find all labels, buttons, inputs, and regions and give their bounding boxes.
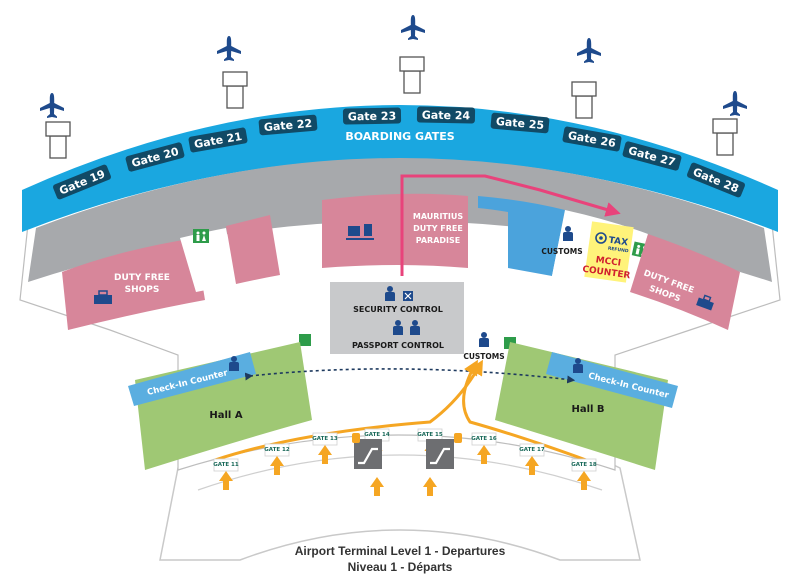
up-arrow-icon bbox=[477, 445, 491, 464]
lower-gate-label: GATE 17 bbox=[519, 447, 545, 453]
customs-mid-label: CUSTOMS bbox=[463, 352, 504, 361]
hall-b-label: Hall B bbox=[571, 404, 604, 415]
mauritius-line-2: DUTY FREE bbox=[413, 224, 463, 233]
airplane-icon bbox=[577, 38, 601, 63]
caption-line-1: Airport Terminal Level 1 - Departures bbox=[295, 544, 506, 558]
caption-line-2: Niveau 1 - Départs bbox=[348, 560, 453, 574]
airplane-icon bbox=[401, 15, 425, 40]
airplane-icon bbox=[217, 36, 241, 61]
lower-gate-13: GATE 13 bbox=[312, 432, 338, 464]
shop-left-line-2: SHOPS bbox=[125, 285, 160, 295]
customs-block bbox=[478, 196, 565, 276]
boarding-gates-label: BOARDING GATES bbox=[345, 130, 454, 143]
up-arrow-icon bbox=[318, 445, 332, 464]
mauritius-duty-free bbox=[322, 193, 468, 268]
gate-25: Gate 25 bbox=[490, 112, 550, 134]
gate-label: Gate 25 bbox=[495, 115, 544, 132]
tax-sub-label: REFUND bbox=[607, 246, 629, 255]
up-arrow-icon bbox=[219, 471, 233, 490]
lower-gate-17: GATE 17 bbox=[519, 443, 545, 475]
gate-22: Gate 22 bbox=[258, 114, 318, 136]
hall-a-label: Hall A bbox=[209, 410, 242, 421]
gate-tower-19 bbox=[40, 93, 71, 159]
shopping-cart-icon bbox=[346, 224, 374, 240]
gate-towers bbox=[40, 15, 747, 159]
escalator-icon bbox=[354, 439, 382, 469]
lower-gate-16: GATE 16 bbox=[471, 432, 497, 464]
mcci-line-1: MCCI bbox=[595, 255, 622, 268]
departure-route bbox=[400, 174, 621, 276]
lower-gate-label: GATE 18 bbox=[571, 462, 597, 468]
up-arrow-icon bbox=[270, 456, 284, 475]
lower-gate-12: GATE 12 bbox=[264, 443, 290, 475]
gate-label: Gate 22 bbox=[263, 117, 312, 134]
toilet-icon bbox=[193, 229, 209, 243]
checkin-connector bbox=[244, 368, 576, 384]
shop-left-line-1: DUTY FREE bbox=[114, 273, 170, 283]
luggage-icon-right bbox=[696, 294, 714, 311]
luggage-icon bbox=[94, 290, 112, 304]
customs-top-label: CUSTOMS bbox=[541, 247, 582, 256]
lower-gate-18: GATE 18 bbox=[571, 458, 597, 490]
up-arrow-icon bbox=[525, 456, 539, 475]
lower-gate-label: GATE 15 bbox=[417, 432, 443, 438]
lower-gate-11: GATE 11 bbox=[213, 458, 239, 490]
airplane-icon bbox=[40, 93, 64, 118]
mauritius-line-1: MAURITIUS bbox=[413, 212, 463, 221]
checkin-counter-a bbox=[128, 352, 256, 406]
security-passport-box bbox=[330, 282, 464, 354]
passport-control-label: PASSPORT CONTROL bbox=[352, 341, 444, 350]
arrival-route-right bbox=[462, 359, 587, 462]
phone-icon bbox=[352, 433, 360, 443]
duty-free-shop-left bbox=[62, 238, 205, 330]
gate-24: Gate 24 bbox=[416, 106, 476, 124]
gate-tower-24 bbox=[399, 15, 425, 94]
tax-label: TAX bbox=[608, 236, 629, 249]
escalator-icon-2 bbox=[426, 439, 454, 469]
up-arrow-icon bbox=[577, 471, 591, 490]
lower-gate-label: GATE 12 bbox=[264, 447, 290, 453]
security-control-label: SECURITY CONTROL bbox=[353, 305, 443, 314]
lower-gates: GATE 11 GATE 12 GATE 13 GATE 14 GATE 15 GATE … bbox=[213, 428, 597, 496]
gate-21: Gate 21 bbox=[188, 127, 248, 153]
up-arrow-icon bbox=[370, 477, 384, 496]
up-arrow-icon bbox=[423, 477, 437, 496]
mauritius-line-3: PARADISE bbox=[416, 236, 461, 245]
lower-gate-label: GATE 13 bbox=[312, 436, 338, 442]
tax-refund-icon bbox=[595, 232, 607, 244]
phone-icon-2 bbox=[454, 433, 462, 443]
lower-gate-label: GATE 16 bbox=[471, 436, 497, 442]
gate-tower-26 bbox=[571, 38, 601, 119]
lower-gate-label: GATE 11 bbox=[213, 462, 239, 468]
airplane-icon bbox=[723, 91, 747, 116]
toilet-icon-hall-a bbox=[299, 334, 311, 346]
gate-26: Gate 26 bbox=[562, 126, 622, 152]
arrival-route-left bbox=[214, 359, 483, 462]
gate-23: Gate 23 bbox=[342, 107, 402, 125]
gate-tower-21 bbox=[217, 36, 248, 109]
gate-label: Gate 24 bbox=[422, 109, 471, 123]
gate-tower-28 bbox=[712, 91, 747, 156]
gate-label: Gate 23 bbox=[348, 110, 397, 124]
lower-gate-label: GATE 14 bbox=[364, 432, 390, 438]
